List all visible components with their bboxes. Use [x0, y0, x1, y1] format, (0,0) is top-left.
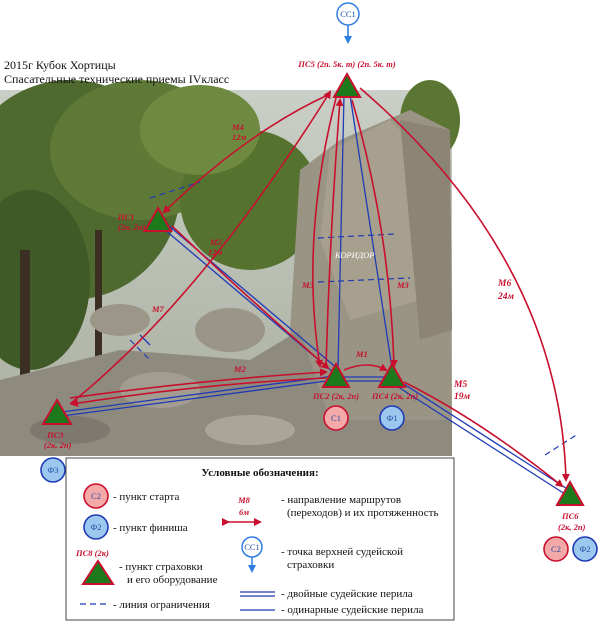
start-label: С1 — [331, 413, 341, 423]
route-m7-name: М7 — [151, 304, 165, 314]
legend-judge-desc2: страховки — [287, 559, 334, 571]
route-m3-name: М3 — [301, 280, 315, 290]
station-sub: (2к, 2п) — [44, 440, 72, 450]
start-marker-c2: С2 — [543, 536, 569, 562]
judge-point-ss1: СС1 — [336, 2, 360, 44]
legend-start-marker: С2 — [91, 491, 101, 501]
legend-route-label: М8 — [237, 495, 251, 505]
finish-marker-f3: Ф3 — [40, 457, 66, 483]
start-label: С2 — [551, 544, 561, 554]
station-ps6: ПС6 (2к, 2п) — [555, 479, 586, 532]
route-m5-len: 19м — [454, 392, 471, 402]
station-ps5: ПС5 (2п. 5к. т) (2п. 5к. т) — [297, 59, 396, 98]
route-m6-len: 24м — [497, 292, 515, 302]
legend-station-desc2: и его оборудование — [127, 574, 218, 586]
start-marker-c1: С1 — [323, 405, 349, 431]
legend-finish-desc: - пункт финиша — [113, 522, 188, 534]
legend-boundary-desc: - линия ограничения — [113, 599, 210, 611]
station-ps3: ПС3 (2к, 2п) — [41, 398, 73, 450]
route-labels: М4 12м М2 12м М3 М3 М1 М7 М2 М5 19м М6 2… — [151, 122, 515, 402]
station-label: ПС5 (2п. 5к. т) (2п. 5к. т) — [297, 59, 396, 69]
station-sub: (2к, 2п) — [118, 222, 146, 232]
route-arrows — [69, 87, 570, 488]
route-m2b-name: М2 — [233, 364, 247, 374]
legend-station-desc1: - пункт страховки — [119, 561, 203, 573]
legend-judge-desc1: - точка верхней судейской — [281, 546, 403, 558]
station-label: ПС2 (2к, 2п) — [312, 391, 359, 401]
legend: Условные обозначения: С2 - пункт старта … — [65, 457, 455, 621]
route-m2-len: 12м — [208, 247, 223, 257]
station-sub: (2к, 2п) — [558, 522, 586, 532]
station-ps2: ПС2 (2к, 2п) — [312, 361, 359, 401]
legend-finish-marker: Ф2 — [91, 522, 102, 532]
header-subtitle: Спасательные технические приемы IVкласс — [4, 72, 230, 86]
judge-point-label: СС1 — [340, 9, 356, 19]
header-title: 2015г Кубок Хортицы — [4, 58, 116, 72]
station-label: ПС1 — [117, 212, 135, 222]
finish-marker-f1: Ф1 — [379, 405, 405, 431]
station-label: ПС3 — [46, 430, 64, 440]
finish-label: Ф1 — [387, 413, 398, 423]
route-m4-name: М4 — [231, 122, 244, 132]
finish-label: Ф2 — [580, 544, 591, 554]
finish-marker-f2: Ф2 — [572, 536, 598, 562]
legend-route-desc2: (переходов) и их протяженность — [287, 507, 438, 519]
station-label: ПС4 (2к, 2п) — [371, 391, 418, 401]
station-label: ПС6 — [561, 511, 579, 521]
finish-label: Ф3 — [48, 465, 59, 475]
route-m1-name: М1 — [355, 349, 368, 359]
legend-route-len: 6м — [239, 507, 249, 517]
legend-single-rail-desc: - одинарные судейские перила — [281, 604, 424, 616]
legend-double-rail-desc: - двойные судейские перила — [281, 588, 413, 600]
route-m3b-name: М3 — [396, 280, 410, 290]
legend-judge-marker: СС1 — [244, 542, 260, 552]
legend-start-desc: - пункт старта — [113, 491, 179, 503]
legend-station-label: ПС8 (2к) — [75, 548, 109, 558]
route-m4-len: 12м — [232, 132, 247, 142]
station-ps4: ПС4 (2к, 2п) — [371, 361, 418, 401]
route-m2-name: М2 — [209, 237, 223, 247]
legend-title: Условные обозначения: — [201, 467, 318, 479]
corridor-label: КОРИДОР — [334, 250, 374, 260]
legend-route-desc1: - направление маршрутов — [281, 494, 401, 506]
station-ps1: ПС1 (2к, 2п) — [117, 205, 173, 232]
route-m5-name: М5 — [453, 380, 467, 390]
route-m6-name: М6 — [497, 279, 511, 289]
